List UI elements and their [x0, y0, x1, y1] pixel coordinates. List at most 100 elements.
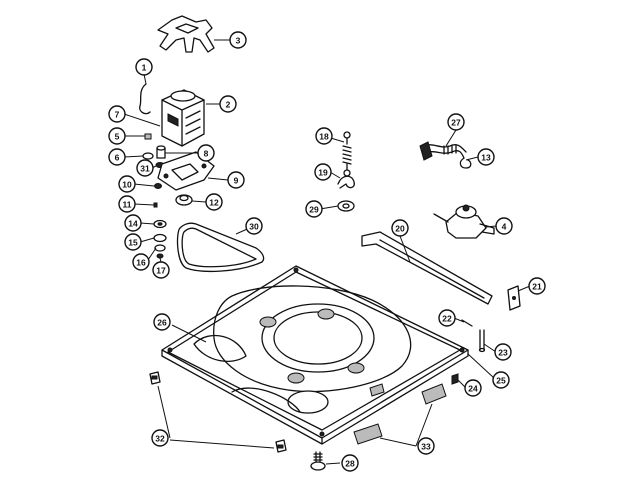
callout-label: 17 [156, 266, 166, 276]
callout-circle [391, 219, 409, 237]
callout-label: 27 [451, 118, 461, 128]
callout-4: 4 [495, 217, 513, 235]
callout-21: 21 [528, 277, 546, 295]
callout-circle [492, 371, 510, 389]
callout-circle [118, 175, 136, 193]
callout-circle [136, 159, 154, 177]
callout-label: 8 [204, 149, 209, 159]
callout-circle [314, 163, 332, 181]
callout-label: 7 [115, 110, 120, 120]
callout-circle [447, 113, 465, 131]
callout-label: 24 [468, 384, 478, 394]
part-8-bushing [156, 145, 166, 159]
callout-label: 16 [136, 258, 146, 268]
callout-label: 10 [122, 180, 132, 190]
callout-6: 6 [108, 148, 126, 166]
part-11-pin [153, 202, 158, 208]
part-32-clip-a [149, 371, 161, 385]
callout-label: 20 [395, 224, 405, 234]
part-4-pump [433, 204, 495, 239]
callout-7: 7 [108, 105, 126, 123]
callout-circle [151, 429, 169, 447]
callout-label: 5 [115, 132, 120, 142]
callout-circle [528, 277, 546, 295]
callout-12: 12 [205, 193, 223, 211]
part-30-belt [176, 222, 265, 272]
callout-circle [118, 195, 136, 213]
part-12-pulley [175, 194, 193, 206]
callout-circle [464, 379, 482, 397]
part-33-pad-a [421, 383, 447, 405]
callout-label: 30 [249, 222, 259, 232]
part-19-clip [337, 175, 355, 189]
part-18-spring [342, 131, 352, 177]
callout-label: 26 [157, 318, 167, 328]
callout-17: 17 [152, 261, 170, 279]
part-16-washer [154, 244, 166, 252]
base-frame [161, 265, 469, 445]
part-33-pad-b [353, 423, 383, 445]
callout-label: 13 [481, 153, 491, 163]
callout-circle [417, 437, 435, 455]
callout-label: 31 [140, 164, 150, 174]
callout-label: 21 [532, 282, 542, 292]
callout-label: 1 [142, 63, 147, 73]
callout-label: 4 [502, 222, 507, 232]
callout-circle [227, 171, 245, 189]
callout-circle [305, 200, 323, 218]
part-22-pin [461, 319, 473, 327]
callout-circle [132, 253, 150, 271]
callout-label: 19 [318, 168, 328, 178]
callout-label: 11 [123, 200, 132, 210]
callout-circle [494, 343, 512, 361]
callout-circle [315, 127, 333, 145]
part-24-bolt [451, 373, 459, 385]
callout-label: 33 [421, 442, 431, 452]
callout-22: 22 [438, 309, 456, 327]
callout-circle [108, 127, 126, 145]
callout-15: 15 [124, 233, 142, 251]
part-23-rod [478, 329, 486, 353]
callout-29: 29 [305, 200, 323, 218]
callout-label: 25 [496, 376, 506, 386]
callout-label: 12 [209, 198, 219, 208]
callout-label: 29 [309, 205, 319, 215]
part-9-plate [157, 151, 215, 191]
part-2-housing [161, 89, 205, 147]
callout-circle [245, 217, 263, 235]
callout-circle [477, 148, 495, 166]
callout-19: 19 [314, 163, 332, 181]
callout-label: 28 [345, 459, 355, 469]
callout-13: 13 [477, 148, 495, 166]
callout-27: 27 [447, 113, 465, 131]
part-17-nut [156, 253, 164, 259]
callout-label: 15 [128, 238, 138, 248]
callout-circle [152, 261, 170, 279]
callout-25: 25 [492, 371, 510, 389]
callout-26: 26 [153, 313, 171, 331]
callout-5: 5 [108, 127, 126, 145]
callout-label: 14 [128, 219, 138, 229]
part-28-leg [310, 451, 326, 471]
callout-label: 32 [155, 434, 165, 444]
callout-31: 31 [136, 159, 154, 177]
leader-lines [123, 39, 531, 465]
callout-label: 22 [442, 314, 452, 324]
callout-label: 23 [498, 348, 508, 358]
callout-2: 2 [219, 95, 237, 113]
callout-circle [495, 217, 513, 235]
callout-10: 10 [118, 175, 136, 193]
callout-33: 33 [417, 437, 435, 455]
callout-label: 2 [226, 100, 231, 110]
callout-circle [197, 144, 215, 162]
part-14-bearing [153, 219, 167, 229]
callout-20: 20 [391, 219, 409, 237]
part-21-bracket [507, 285, 521, 311]
callout-circle [205, 193, 223, 211]
callout-1: 1 [135, 58, 153, 76]
callout-circle [124, 233, 142, 251]
callout-14: 14 [124, 214, 142, 232]
callout-circle [438, 309, 456, 327]
callout-3: 3 [229, 31, 247, 49]
